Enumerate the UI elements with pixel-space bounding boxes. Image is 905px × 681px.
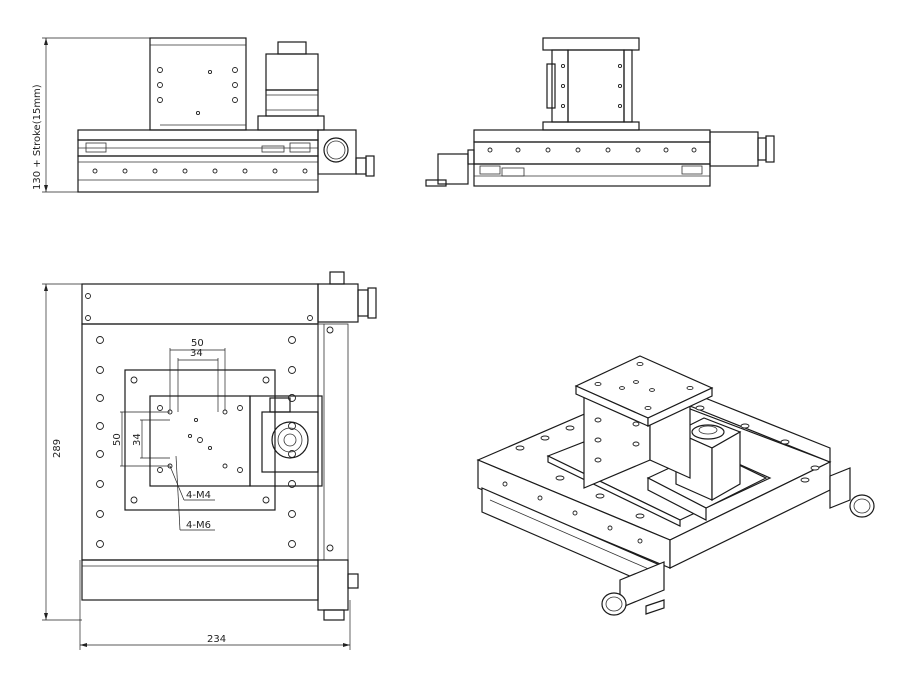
dim-50-top-label: 50 <box>191 338 204 349</box>
dim-50-side-label: 50 <box>112 433 123 446</box>
callout-m6-label: 4-M6 <box>186 520 211 531</box>
isometric-view <box>476 355 875 616</box>
plan-width-label: 234 <box>207 634 226 645</box>
dim-34-top-label: 34 <box>190 348 203 359</box>
plan-view: 289 234 <box>42 271 377 650</box>
dim-34-side-label: 34 <box>132 433 143 446</box>
front-view: 130 + Stroke(15mm) <box>32 37 375 193</box>
plan-height-label: 289 <box>52 439 63 458</box>
height-dimension-label: 130 + Stroke(15mm) <box>32 84 43 190</box>
side-view <box>425 37 775 187</box>
callout-m4-label: 4-M4 <box>186 490 211 501</box>
